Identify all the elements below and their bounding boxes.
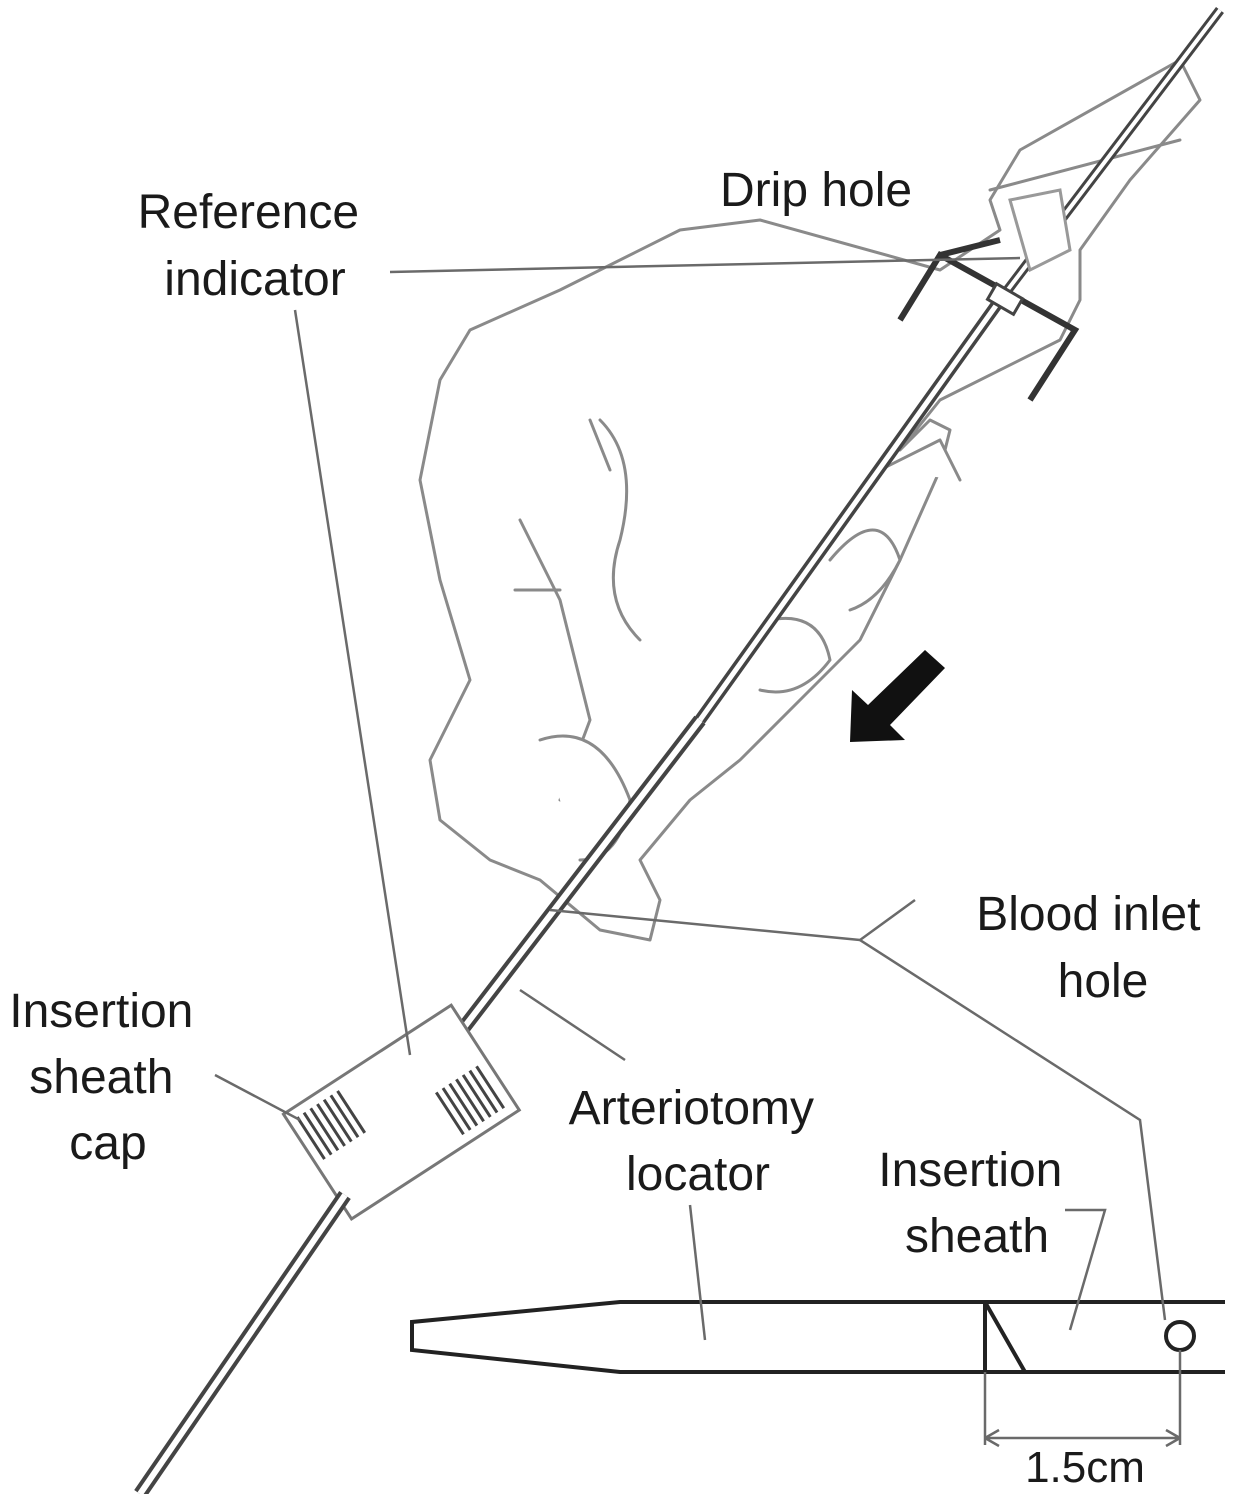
leader-lines [214,256,1167,1341]
label-drip-hole: Drip hole [720,164,912,217]
arteriotomy-locator-rod [456,6,1224,1035]
sheath-schematic [410,1300,1225,1448]
dimension-label: 1.5cm [1025,1443,1145,1492]
label-arteriotomy-locator: Arteriotomy locator [569,1082,828,1201]
label-blood-inlet-hole: Blood inlet hole [976,888,1214,1008]
hand-drawing [418,58,1202,942]
direction-arrow-icon [850,650,945,742]
blood-inlet-hole-icon [1164,1320,1196,1352]
label-reference-indicator: Reference indicator [138,186,373,306]
insertion-sheath-cap-drawing [281,1003,522,1222]
label-insertion-sheath: Insertion sheath [878,1144,1075,1263]
insertion-sheath-lower-rod [134,1191,351,1494]
label-insertion-sheath-cap: Insertion sheath cap [9,985,206,1170]
